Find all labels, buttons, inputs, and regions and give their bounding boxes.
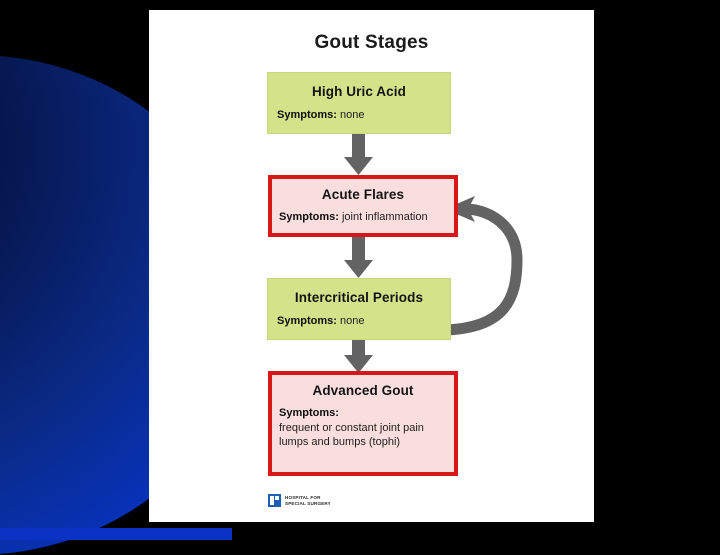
symptoms-label: Symptoms: (277, 315, 337, 327)
symptoms-line-2: lumps and bumps (tophi) (279, 436, 401, 449)
stage-symptoms-intercritical-periods: Symptoms: none (277, 314, 450, 329)
slide-canvas: Gout Stages High Uric Acid (0, 10, 594, 555)
symptoms-value: joint inflammation (341, 211, 428, 223)
stage-title-high-uric-acid: High Uric Acid (312, 84, 406, 99)
arrow-down-icon-1 (344, 134, 373, 175)
symptoms-label: Symptoms: (279, 211, 339, 223)
symptoms-line-1: frequent or constant joint pain (279, 421, 424, 434)
hss-logo-line-1: HOSPITAL FOR (285, 495, 321, 501)
curved-loop-arrow-icon (444, 196, 523, 336)
hss-logo-text: HOSPITAL FOR SPECIAL SURGERY (285, 495, 331, 506)
stage-box-acute-flares: Acute Flares Symptoms: joint inflammatio… (268, 175, 458, 237)
stage-title-intercritical-periods: Intercritical Periods (294, 290, 424, 305)
hss-logo-line-2: SPECIAL SURGERY (285, 500, 331, 506)
arrow-down-icon-2 (344, 237, 373, 278)
stage-title-acute-flares: Acute Flares (321, 187, 405, 202)
stage-symptoms-high-uric-acid: Symptoms: none (277, 108, 450, 123)
stage-symptoms-advanced-gout: Symptoms: frequent or constant joint pai… (279, 406, 454, 450)
hss-logo-mark-icon (268, 494, 281, 507)
symptoms-label: Symptoms: (277, 109, 337, 121)
stage-title-advanced-gout: Advanced Gout (312, 383, 414, 398)
blue-accent-bar (0, 528, 232, 540)
stage-box-high-uric-acid: High Uric Acid Symptoms: none (267, 72, 451, 134)
symptoms-label: Symptoms: (279, 407, 339, 419)
stage-box-advanced-gout: Advanced Gout Symptoms: frequent or cons… (268, 371, 458, 476)
stage-symptoms-acute-flares: Symptoms: joint inflammation (279, 210, 454, 225)
hss-logo: HOSPITAL FOR SPECIAL SURGERY (268, 494, 331, 507)
page-title: Gout Stages (314, 32, 429, 53)
arrow-down-icon-3 (344, 340, 373, 373)
content-panel: Gout Stages High Uric Acid (149, 10, 594, 522)
symptoms-value: none (339, 315, 365, 327)
connector-arrows-layer (344, 134, 523, 373)
stage-box-intercritical-periods: Intercritical Periods Symptoms: none (267, 278, 451, 340)
symptoms-value: none (339, 109, 365, 121)
